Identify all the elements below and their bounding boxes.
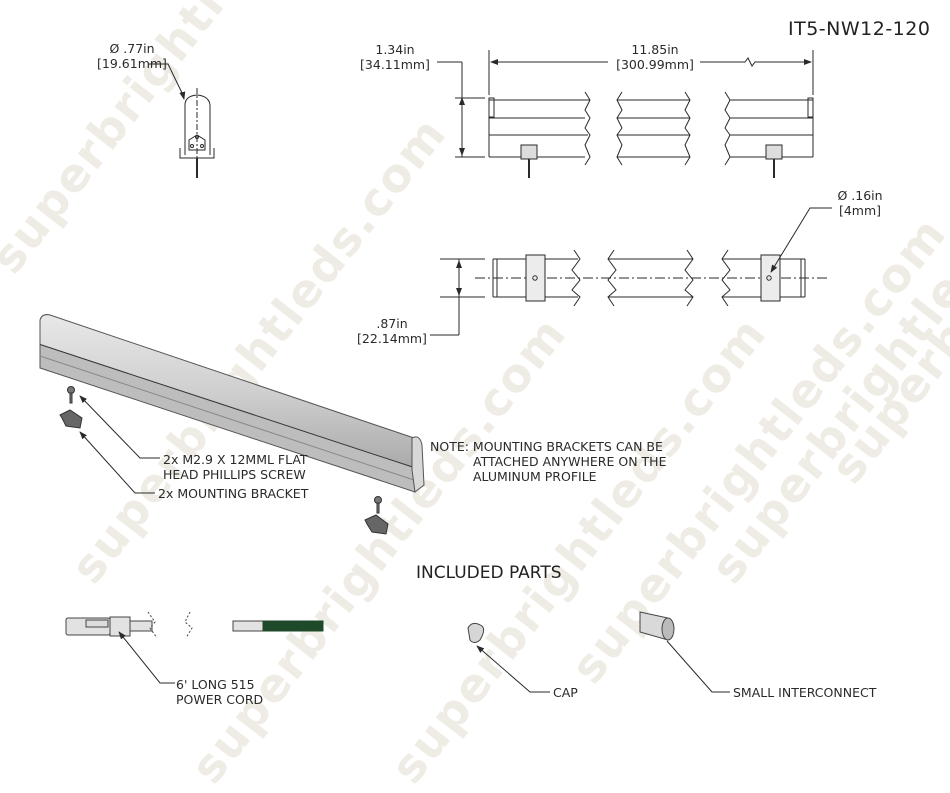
width-mm: [22.14mm] (357, 331, 427, 346)
part-number-title: IT5-NW12-120 (788, 18, 931, 40)
hole-diameter-dimension: Ø .16in [4mm] (830, 188, 890, 218)
included-parts-heading: INCLUDED PARTS (416, 563, 562, 583)
cap-part (467, 622, 550, 693)
screw-callout-line2: HEAD PHILLIPS SCREW (163, 467, 306, 482)
width-dimension: .87in [22.14mm] (352, 316, 432, 346)
end-view (148, 63, 215, 178)
end-diameter-in: Ø .77in (109, 41, 155, 56)
screw-callout: 2x M2.9 X 12MML FLAT HEAD PHILLIPS SCREW (163, 452, 308, 482)
height-in: 1.34in (375, 42, 415, 57)
power-cord-label: 6' LONG 515 POWER CORD (176, 677, 263, 707)
power-cord-label-line1: 6' LONG 515 (176, 677, 255, 692)
screw-callout-line1: 2x M2.9 X 12MML FLAT (163, 452, 308, 467)
width-in: .87in (376, 316, 408, 331)
note-line3: ALUMINUM PROFILE (473, 469, 597, 484)
length-dimension: 11.85in [300.99mm] (612, 42, 698, 72)
isometric-fixture (39, 314, 425, 535)
interconnect-part (639, 611, 730, 693)
height-dimension: 1.34in [34.11mm] (354, 42, 436, 72)
interconnect-label: SMALL INTERCONNECT (733, 685, 877, 700)
length-mm: [300.99mm] (616, 57, 694, 72)
technical-drawing (39, 50, 832, 693)
mounting-note: NOTE: MOUNTING BRACKETS CAN BE ATTACHED … (430, 439, 666, 484)
height-mm: [34.11mm] (360, 57, 430, 72)
note-line2: ATTACHED ANYWHERE ON THE (473, 454, 667, 469)
end-diameter-dimension: Ø .77in [19.61mm] (97, 41, 167, 71)
side-view (437, 50, 814, 178)
note-line1: NOTE: MOUNTING BRACKETS CAN BE (430, 439, 663, 454)
bracket-callout: 2x MOUNTING BRACKET (158, 486, 309, 501)
hole-diameter-in: Ø .16in (837, 188, 883, 203)
cap-label: CAP (553, 685, 578, 700)
hole-diameter-mm: [4mm] (838, 203, 882, 218)
top-view (430, 207, 832, 336)
power-cord-label-line2: POWER CORD (176, 692, 264, 707)
end-diameter-mm: [19.61mm] (97, 56, 167, 71)
length-in: 11.85in (631, 42, 679, 57)
power-cord (65, 611, 324, 684)
